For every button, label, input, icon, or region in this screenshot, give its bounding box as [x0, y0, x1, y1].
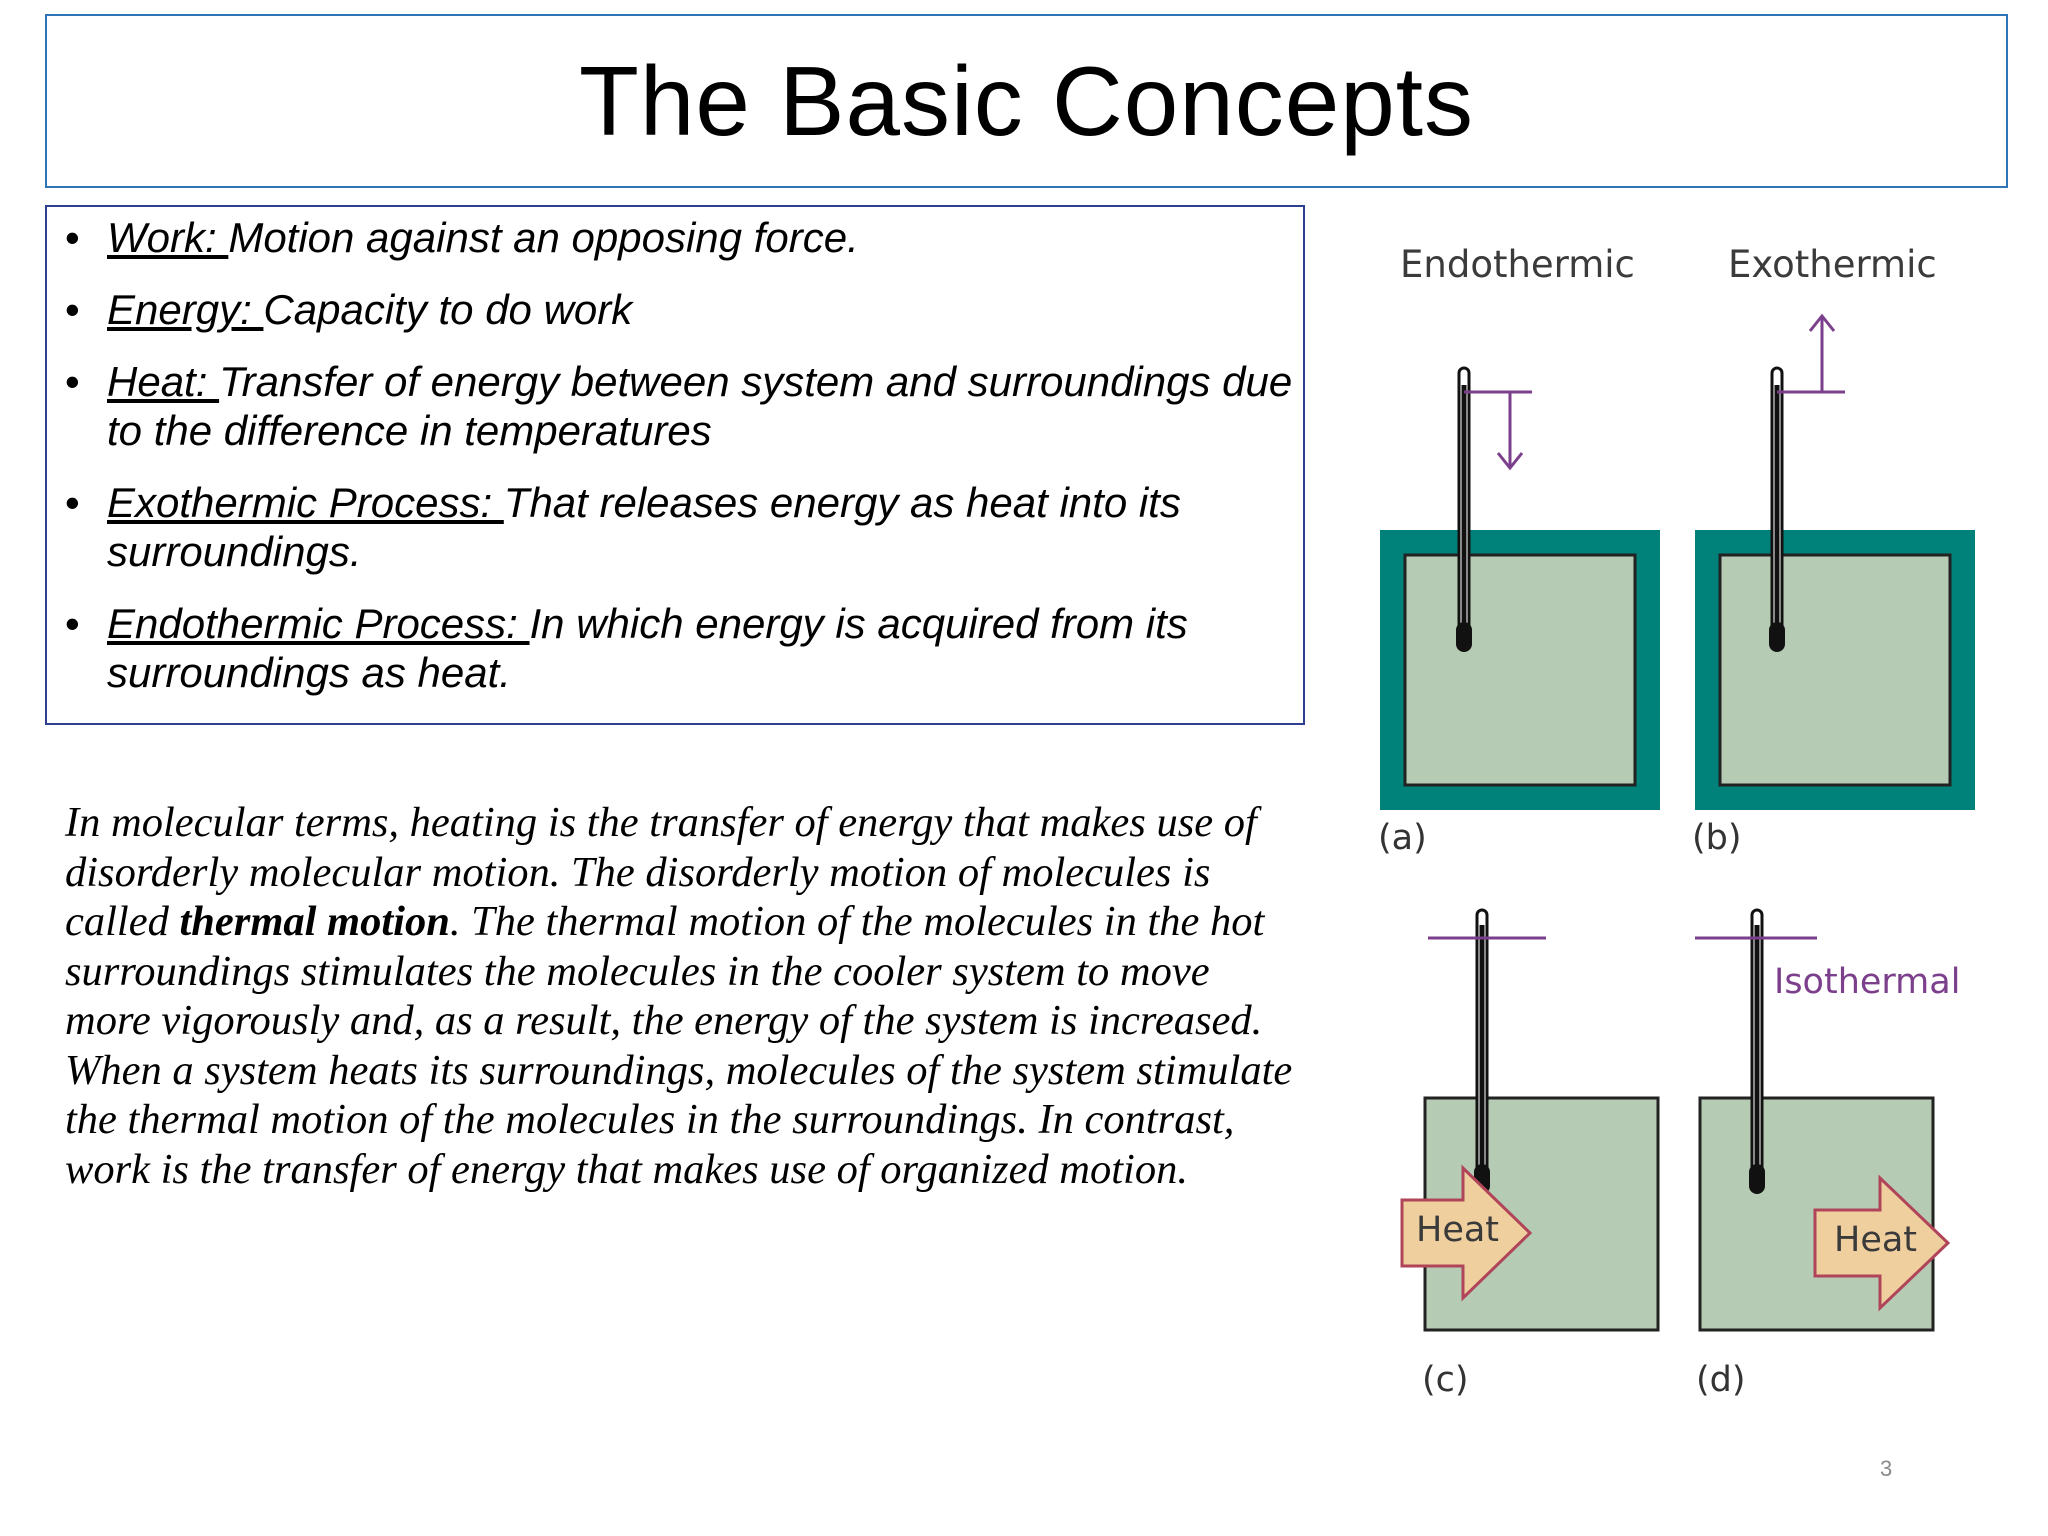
definition-term: Energy: [107, 286, 264, 333]
heat-label-d: Heat [1834, 1220, 1918, 1260]
system-box [1403, 553, 1637, 787]
definition-term: Heat: [107, 358, 220, 405]
paragraph-text-after: . The thermal motion of the molecules in… [65, 898, 1293, 1193]
thermal-motion-paragraph: In molecular terms, heating is the trans… [65, 798, 1300, 1194]
heat-in-arrow-icon [1400, 1164, 1533, 1302]
bullet-icon: • [65, 479, 80, 526]
definition-term: Endothermic Process: [107, 600, 530, 647]
system-box [1718, 553, 1952, 787]
definition-endothermic: • Endothermic Process: In which energy i… [47, 599, 1332, 697]
page-number: 3 [1880, 1456, 1893, 1481]
definition-text: Transfer of energy between system and su… [107, 358, 1293, 454]
definition-term: Work: [107, 214, 229, 261]
panel-label-b: (b) [1692, 818, 1742, 858]
definition-heat: • Heat: Transfer of energy between syste… [47, 357, 1332, 455]
definition-exothermic: • Exothermic Process: That releases ener… [47, 478, 1332, 576]
panel-d-graphic [1695, 908, 1951, 1332]
panel-c-graphic [1400, 908, 1660, 1332]
title-box: The Basic Concepts [45, 14, 2008, 188]
thermometer-bulb [1769, 622, 1785, 652]
thermometer-figure: Endothermic Exothermic Isothermal Heat H… [1340, 210, 2030, 1410]
panel-a-graphic [1380, 366, 1660, 810]
bullet-icon: • [65, 358, 80, 405]
thermometer-bulb [1749, 1164, 1765, 1194]
thermometer-bulb [1456, 622, 1472, 652]
paragraph-text-before: In molecular terms, heating is the trans… [65, 799, 1257, 945]
definition-text: That releases energy as heat into its su… [107, 479, 1181, 575]
down-arrow-head-icon [1496, 452, 1524, 471]
panel-b-graphic [1695, 313, 1975, 810]
definitions-box: • Work: Motion against an opposing force… [45, 205, 1305, 725]
definition-text: Motion against an opposing force. [228, 214, 859, 261]
endothermic-label: Endothermic [1400, 243, 1635, 286]
panel-label-c: (c) [1422, 1360, 1469, 1400]
up-arrow-head-icon [1808, 313, 1836, 332]
definition-energy: • Energy: Capacity to do work [47, 285, 1332, 334]
definition-work: • Work: Motion against an opposing force… [47, 213, 1332, 262]
definition-text: In which energy is acquired from its sur… [107, 600, 1188, 696]
bullet-icon: • [65, 286, 80, 333]
isothermal-label: Isothermal [1774, 962, 1961, 1002]
panel-label-a: (a) [1378, 818, 1427, 858]
bullet-icon: • [65, 214, 80, 261]
definition-text: Capacity to do work [263, 286, 633, 333]
definitions-list: • Work: Motion against an opposing force… [47, 207, 1303, 697]
bullet-icon: • [65, 600, 80, 647]
panel-label-d: (d) [1696, 1360, 1746, 1400]
paragraph-bold-term: thermal motion [179, 898, 450, 945]
definition-term: Exothermic Process: [107, 479, 504, 526]
thermometer-diagram [1380, 313, 1975, 1332]
heat-label-c: Heat [1416, 1210, 1500, 1250]
heat-out-arrow-icon [1813, 1174, 1951, 1312]
slide-title: The Basic Concepts [579, 46, 1474, 156]
exothermic-label: Exothermic [1728, 243, 1937, 286]
